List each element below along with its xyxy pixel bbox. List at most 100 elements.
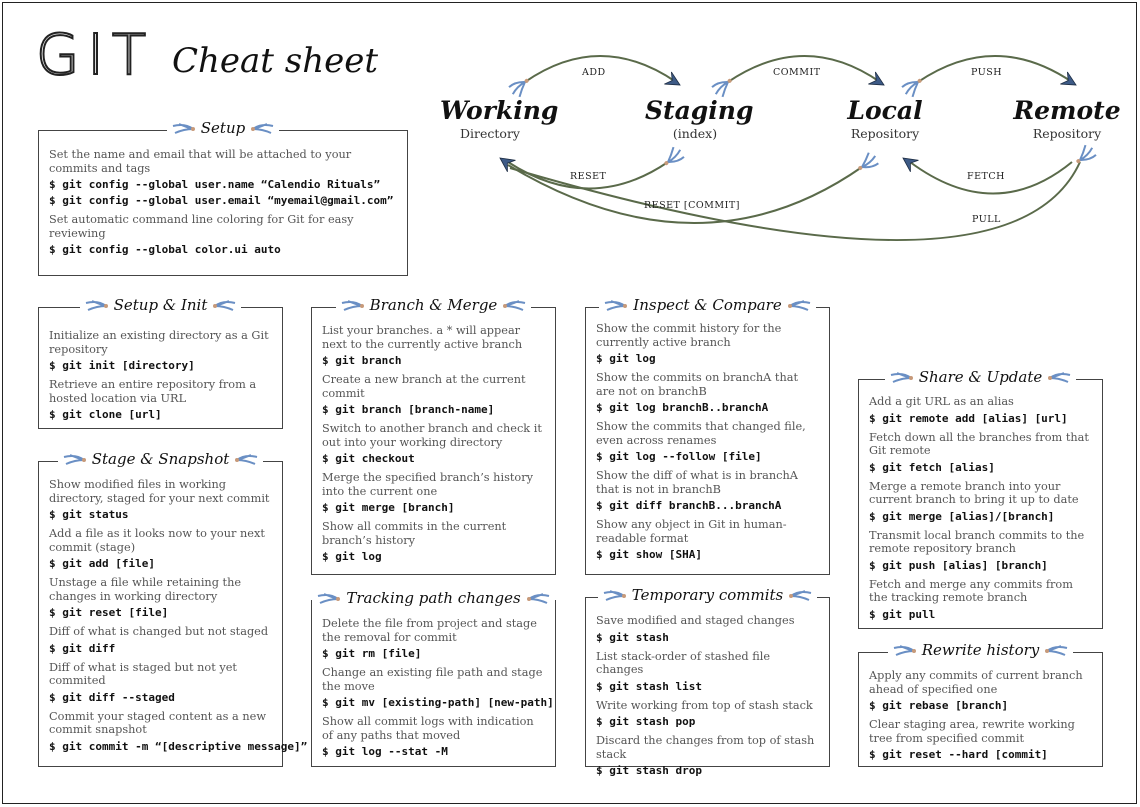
command-item: Apply any commits of current branch ahea… [869, 669, 1092, 712]
command-description: Retrieve an entire repository from a hos… [49, 378, 257, 405]
command-text: $ git stash list [596, 679, 702, 693]
command-description: Clear staging area, rewrite working tree… [869, 718, 1075, 745]
command-description: Fetch down all the branches from that Gi… [869, 430, 1089, 458]
label-fetch: FETCH [967, 171, 1005, 182]
command-item: Show the commits that changed file, even… [596, 420, 819, 463]
command-description: Delete the file from project and stage t… [322, 617, 537, 644]
command-item: Delete the file from project and stage t… [322, 617, 545, 660]
command-item: Create a new branch at the current commi… [322, 373, 545, 416]
command-text: $ git stash pop [596, 715, 696, 728]
command-description: Show the diff of what is in branchA that… [596, 469, 798, 496]
command-text: $ git branch [branch-name] [322, 403, 495, 416]
command-text: $ git merge [branch] [322, 501, 455, 514]
command-text: $ git log --follow [file] [596, 450, 762, 463]
command-text: $ git config --global user.email “myemai… [49, 194, 394, 207]
stage-remote-sub: Repository [1032, 126, 1102, 141]
command-item: Initialize an existing directory as a Gi… [49, 329, 272, 372]
command-description: Add a file as it looks now to your next … [49, 527, 265, 554]
label-reset: RESET [570, 171, 607, 182]
stage-staging: Staging (index) [645, 96, 754, 141]
label-reset-commit: RESET [COMMIT] [644, 200, 740, 211]
command-text: $ git status [49, 508, 129, 521]
command-item: Show modified files in working directory… [49, 478, 272, 521]
arrow-reset-commit [507, 164, 863, 224]
stage-remote: Remote Repository [1012, 98, 1122, 141]
command-item: Add a file as it looks now to your next … [49, 527, 272, 570]
command-description: Initialize an existing directory as a Gi… [49, 329, 269, 356]
label-add: ADD [582, 67, 606, 78]
stage-remote-name: Remote [1013, 96, 1121, 125]
command-description: Set the name and email that will be atta… [49, 148, 352, 175]
command-description: Show the commit history for the currentl… [596, 322, 782, 349]
command-text: $ git rm [file] [322, 647, 422, 660]
command-description: Show the commits on branchA that are not… [596, 371, 799, 398]
workflow-arrows [495, 55, 1098, 241]
command-item: Transmit local branch commits to the rem… [869, 529, 1092, 572]
command-item: Retrieve an entire repository from a hos… [49, 378, 272, 421]
title-subtitle: Cheat sheet [172, 41, 379, 81]
command-description: Show all commit logs with indication of … [322, 715, 534, 742]
command-item: Unstage a file while retaining the chang… [49, 576, 272, 619]
stage-local-sub: Repository [850, 126, 920, 141]
stage-staging-name: Staging [645, 96, 754, 125]
command-item: Set automatic command line coloring for … [49, 213, 397, 256]
stage-staging-sub: (index) [672, 126, 718, 141]
command-text: $ git config --global user.name “Calendi… [49, 178, 381, 191]
arrow-add [524, 55, 677, 83]
command-description: Save modified and staged changes [596, 614, 795, 627]
command-item: Change an existing file path and stage t… [322, 666, 554, 709]
command-description: Transmit local branch commits to the rem… [869, 528, 1085, 556]
label-commit: COMMIT [773, 67, 821, 78]
command-description: Unstage a file while retaining the chang… [49, 576, 242, 603]
command-text: $ git reset [file] [49, 606, 169, 619]
command-text: $ git diff [49, 641, 116, 655]
command-text: $ git push [alias] [branch] [869, 558, 1048, 572]
command-description: Switch to another branch and check it ou… [322, 422, 542, 449]
command-text: $ git add [file] [49, 557, 155, 570]
command-description: Diff of what is staged but not yet commi… [49, 660, 237, 688]
command-item: Show the diff of what is in branchA that… [596, 469, 819, 512]
command-text: $ git log [596, 352, 656, 365]
command-description: Show any object in Git in human-readable… [596, 518, 787, 545]
command-item: Show all commits in the current branch’s… [322, 520, 545, 563]
command-description: Commit your staged content as a new comm… [49, 709, 266, 737]
command-text: $ git config --global color.ui auto [49, 243, 281, 256]
label-pull: PULL [972, 214, 1001, 225]
command-text: $ git commit -m “[descriptive message]” [49, 739, 308, 753]
command-text: $ git checkout [322, 452, 415, 465]
stage-working-name: Working [440, 96, 559, 125]
command-item: Merge a remote branch into your current … [869, 480, 1092, 523]
label-push: PUSH [971, 67, 1003, 78]
command-item: Commit your staged content as a new comm… [49, 709, 308, 753]
command-description: Set automatic command line coloring for … [49, 213, 354, 240]
command-description: Add a git URL as an alias [869, 395, 1014, 408]
arrow-push [917, 55, 1073, 83]
command-text: $ git stash [596, 630, 669, 644]
command-item: Set the name and email that will be atta… [49, 148, 397, 207]
command-item: Diff of what is changed but not staged$ … [49, 625, 272, 655]
command-item: Show the commit history for the currentl… [596, 322, 819, 365]
title-git: GIT [35, 23, 155, 88]
command-text: $ git rebase [branch] [869, 699, 1009, 712]
command-item: Discard the changes from top of stash st… [596, 734, 819, 777]
command-text: $ git init [directory] [49, 359, 195, 372]
command-description: Create a new branch at the current commi… [322, 373, 526, 400]
arrow-pull [509, 161, 1081, 241]
command-item: Switch to another branch and check it ou… [322, 422, 545, 465]
command-text: $ git remote add [alias] [url] [869, 411, 1068, 425]
command-text: $ git fetch [alias] [869, 460, 995, 474]
command-item: Save modified and staged changes $ git st… [596, 614, 819, 644]
command-text: $ git merge [alias]/[branch] [869, 509, 1055, 523]
stage-local-name: Local [847, 96, 923, 125]
command-item: List your branches. a * will appear next… [322, 324, 545, 367]
